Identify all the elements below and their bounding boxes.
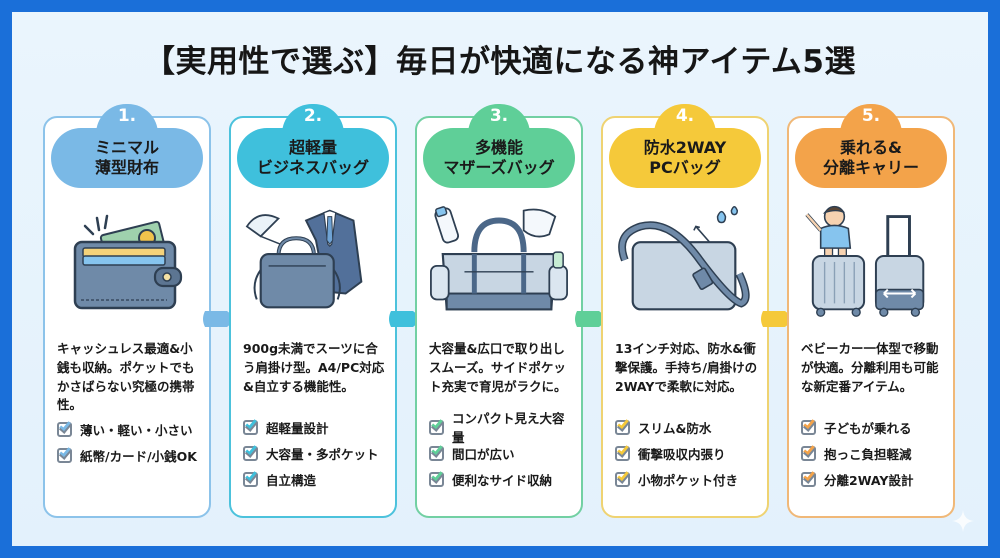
item-description: キャッシュレス最適&小銭も収納。ポケットでもかさばらない究極の携帯性。 xyxy=(57,341,195,413)
title-line-2: ビジネスバッグ xyxy=(256,158,369,177)
title-line-1: 超軽量 xyxy=(288,138,337,157)
feature-item: 衝撃吸収内張り xyxy=(615,440,761,466)
feature-item: 紙幣/カード/小銭OK xyxy=(57,442,203,468)
arrow-right-icon xyxy=(575,311,609,327)
title-line-2: マザーズバッグ xyxy=(443,158,555,177)
item-card-5: 5. 乗れる& 分離キャリー xyxy=(787,104,955,518)
business-bag-icon xyxy=(239,200,387,318)
checkbox-icon xyxy=(57,418,72,437)
feature-list: 子どもが乗れる 抱っこ負担軽減 分離2WAY設計 xyxy=(801,414,947,492)
feature-item: 超軽量設計 xyxy=(243,414,389,440)
feature-item: 子どもが乗れる xyxy=(801,414,947,440)
feature-item: コンパクト見え大容量 xyxy=(429,411,575,445)
item-card-2: 2. 超軽量 ビジネスバッグ 900g未満でスーツに合う肩掛け型。A4/PC対応… xyxy=(229,104,397,518)
item-title: 防水2WAY PCバッグ xyxy=(609,128,761,188)
feature-list: 薄い・軽い・小さい 紙幣/カード/小銭OK xyxy=(57,416,203,468)
feature-item: 便利なサイド収納 xyxy=(429,466,575,492)
feature-list: 超軽量設計 大容量・多ポケット 自立構造 xyxy=(243,414,389,492)
checkbox-icon xyxy=(243,442,258,461)
carry-suitcase-icon xyxy=(797,200,945,318)
item-number: 4. xyxy=(675,106,695,126)
checkbox-icon xyxy=(429,416,444,435)
arrow-right-icon xyxy=(203,311,237,327)
checkbox-icon xyxy=(243,416,258,435)
item-description: ベビーカー一体型で移動が快適。分離利用も可能な新定番アイテム。 xyxy=(801,341,939,394)
title-line-1: 防水2WAY xyxy=(643,138,727,157)
item-card-1: 1. ミニマル 薄型財布 キャッシュレス最適&小銭も収納。ポケットでもかさばらな… xyxy=(43,104,211,518)
title-line-2: 薄型財布 xyxy=(94,158,159,177)
checkbox-icon xyxy=(57,444,72,463)
feature-list: スリム&防水 衝撃吸収内張り 小物ポケット付き xyxy=(615,414,761,492)
title-line-2: PCバッグ xyxy=(649,158,721,177)
checkbox-icon xyxy=(429,468,444,487)
mothers-bag-icon xyxy=(425,200,573,318)
feature-item: 分離2WAY設計 xyxy=(801,466,947,492)
item-title: 多機能 マザーズバッグ xyxy=(423,128,575,188)
checkbox-icon xyxy=(801,442,816,461)
item-title: ミニマル 薄型財布 xyxy=(51,128,203,188)
pc-bag-icon xyxy=(611,200,759,318)
feature-item: 自立構造 xyxy=(243,466,389,492)
checkbox-icon xyxy=(801,468,816,487)
feature-list: コンパクト見え大容量 間口が広い 便利なサイド収納 xyxy=(429,411,575,492)
title-line-2: 分離キャリー xyxy=(822,158,919,177)
page-title: 【実用性で選ぶ】毎日が快適になる神アイテム5選 xyxy=(144,44,856,80)
item-card-4: 4. 防水2WAY PCバッグ 13インチ対応、防水&衝撃保護。手持ち/肩掛けの… xyxy=(601,104,769,518)
feature-item: 大容量・多ポケット xyxy=(243,440,389,466)
item-number: 5. xyxy=(861,106,881,126)
checkbox-icon xyxy=(615,416,630,435)
title-line-1: 乗れる& xyxy=(840,138,902,157)
wallet-icon xyxy=(53,200,201,318)
item-number: 3. xyxy=(489,106,509,126)
arrow-right-icon xyxy=(389,311,423,327)
item-title: 乗れる& 分離キャリー xyxy=(795,128,947,188)
sparkle-icon xyxy=(952,510,974,532)
checkbox-icon xyxy=(243,468,258,487)
checkbox-icon xyxy=(615,442,630,461)
item-description: 900g未満でスーツに合う肩掛け型。A4/PC対応&自立する機能性。 xyxy=(243,341,385,394)
item-card-3: 3. 多機能 マザーズバッグ 大容量&広口で取り出しスムーズ。サイドポケット充実… xyxy=(415,104,583,518)
item-description: 13インチ対応、防水&衝撃保護。手持ち/肩掛けの2WAYで柔軟に対応。 xyxy=(615,341,758,394)
feature-item: 間口が広い xyxy=(429,440,575,466)
title-line-1: ミニマル xyxy=(94,138,159,157)
feature-item: 薄い・軽い・小さい xyxy=(57,416,203,442)
item-number: 1. xyxy=(117,106,137,126)
feature-item: 小物ポケット付き xyxy=(615,466,761,492)
feature-item: スリム&防水 xyxy=(615,414,761,440)
title-line-1: 多機能 xyxy=(474,138,523,157)
checkbox-icon xyxy=(801,416,816,435)
arrow-right-icon xyxy=(761,311,795,327)
checkbox-icon xyxy=(429,442,444,461)
item-description: 大容量&広口で取り出しスムーズ。サイドポケット充実で育児がラクに。 xyxy=(429,341,567,394)
item-number: 2. xyxy=(303,106,323,126)
feature-item: 抱っこ負担軽減 xyxy=(801,440,947,466)
checkbox-icon xyxy=(615,468,630,487)
item-title: 超軽量 ビジネスバッグ xyxy=(237,128,389,188)
